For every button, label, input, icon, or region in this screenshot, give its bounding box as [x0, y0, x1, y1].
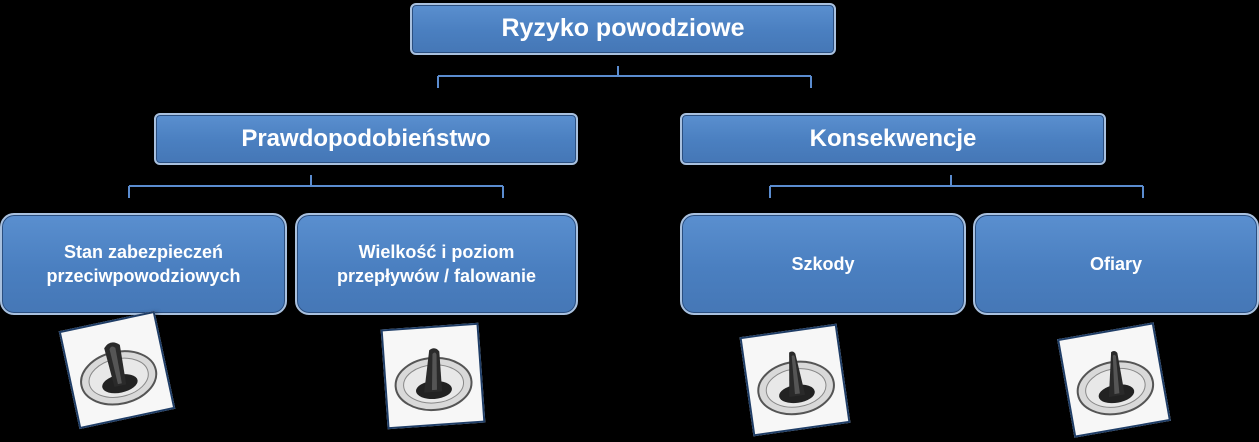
root-node: Ryzyko powodziowe: [410, 3, 836, 55]
dial-knob-icon: [380, 322, 486, 430]
leaf-node-label: Stan zabezpieczeń przeciwpowodziowych: [46, 241, 241, 286]
leaf-node-label: Ofiary: [1089, 253, 1143, 274]
leaf-node-label: Wielkość i poziom przepływów / falowanie: [336, 241, 537, 286]
branch-node-consequences: Konsekwencje: [680, 113, 1106, 165]
leaf-node-flow-magnitude: Wielkość i poziom przepływów / falowanie: [295, 213, 578, 315]
branch-node-probability: Prawdopodobieństwo: [154, 113, 578, 165]
dial-knob-icon: [58, 310, 176, 430]
dial-knob-graphic: [394, 348, 473, 412]
branch-node-label: Konsekwencje: [809, 124, 977, 152]
dial-knob-graphic: [757, 351, 835, 416]
dial-knob-graphic: [1076, 350, 1155, 416]
leaf-node-label: Szkody: [791, 253, 855, 274]
leaf-node-damages: Szkody: [680, 213, 966, 315]
leaf-node-flood-defences: Stan zabezpieczeń przeciwpowodziowych: [0, 213, 287, 315]
dial-knob-icon: [1057, 322, 1171, 438]
leaf-node-casualties: Ofiary: [973, 213, 1259, 315]
dial-knob-graphic: [80, 342, 158, 406]
root-node-label: Ryzyko powodziowe: [501, 14, 745, 43]
dial-knob-icon: [739, 323, 851, 437]
branch-node-label: Prawdopodobieństwo: [241, 124, 491, 152]
